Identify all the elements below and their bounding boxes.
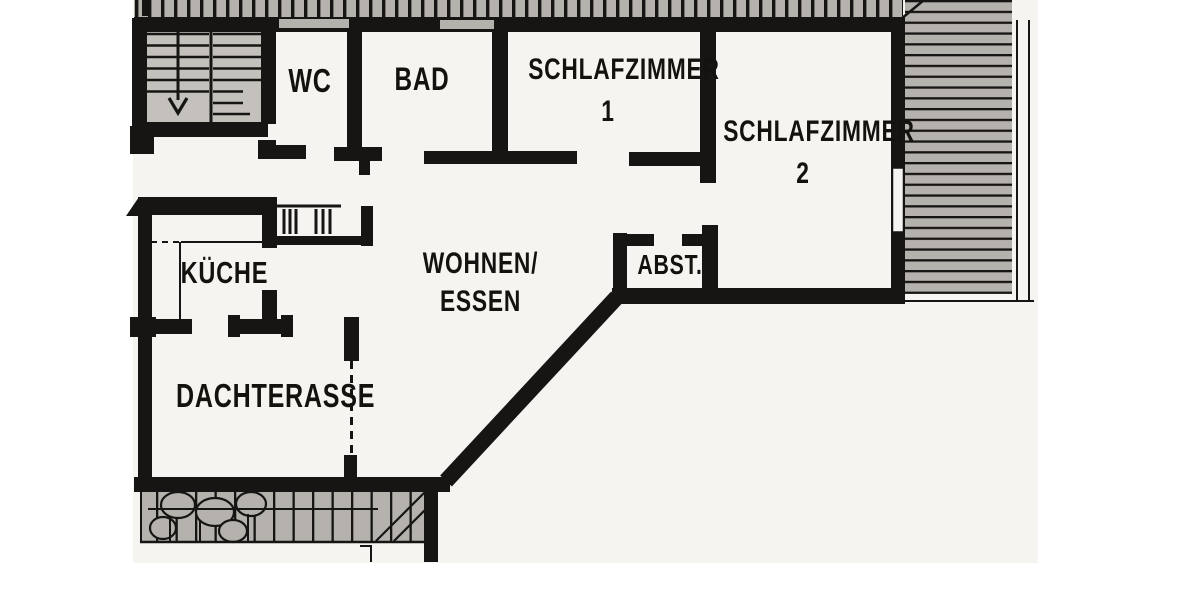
staircase [147,23,268,124]
window-top-s1 [440,20,494,29]
stair-direction-arrow-icon [167,97,189,117]
roof-hatch-right [900,0,1034,302]
room-label-abstellraum: ABST. [637,249,703,280]
wall-bottom-right [612,288,905,304]
roof-diagonal-hatch-1 [375,488,429,542]
wall-south-left [134,319,192,334]
room-label-wohnen-line2: ESSEN [439,285,522,318]
window-right-s2 [891,167,905,233]
top-left-mark [142,0,151,16]
room-label-schlafzimmer-1: SCHLAFZIMMER 1 [528,53,720,128]
wall-abst-top-right-stub [682,234,704,246]
roof-corner-thin-line [360,545,372,562]
thin-lines [151,241,353,456]
wall-s1-s2-divider [700,28,716,183]
railing-right-post [361,206,373,246]
roof-corner-miter [900,0,925,20]
plan-paper [133,0,1038,563]
wall-s2-left-lower [702,225,718,292]
wall-wc-left [261,19,276,124]
railing-bottom-bar [275,236,373,245]
wall-stub-hall [359,160,370,175]
shrub-stems [169,514,249,541]
wall-abst-top [616,234,654,246]
wall-left-lower [138,197,152,492]
wall-abst-left [613,233,627,292]
wall-right-outer [891,19,905,302]
wall-diagonal-outer [440,291,623,487]
railing-ticks [282,209,332,234]
room-label-bad: BAD [394,61,450,97]
roof-hatch-bottom [140,488,432,562]
room-label-schlafzimmer-2: SCHLAFZIMMER 2 [723,115,915,190]
wall-top-outer [134,17,905,32]
room-label-kueche: KÜCHE [180,255,269,290]
wall-corner-post [424,489,438,562]
wall-bad-s1-divider [492,28,508,155]
room-label-schlafzimmer-1-line2: 1 [601,95,615,128]
wall-south-mid-post-right [281,315,293,337]
window-top-wc-bad [279,19,349,28]
wall-s1-bottom-right [629,152,708,166]
wall-wc-bad-divider [347,28,362,152]
wall-wc-bottom [258,145,306,159]
wall-stairwell-bottom [132,122,268,137]
room-label-dachterasse: DACHTERASSE [176,377,376,414]
wall-kueche-right-upper [262,197,277,248]
room-label-wohnen-line1: WOHNEN/ [422,247,539,280]
wall-south-mid [228,319,292,334]
windows [279,19,905,233]
wall-south-mid-post-left [228,315,240,337]
wall-bad-bottom-left [334,147,382,161]
room-label-schlafzimmer-1-line1: SCHLAFZIMMER [528,53,720,86]
wall-left-upper [132,18,147,130]
left-wall-wedge-mark [126,197,139,216]
room-label-wc: WC [288,62,332,99]
wall-terrace-pillar-top [344,317,359,361]
wall-s1-bottom-left [424,151,577,164]
wall-bottom-outer [134,477,450,492]
room-label-wohnen-essen: WOHNEN/ ESSEN [418,249,543,317]
room-label-schlafzimmer-2-line2: 2 [796,157,810,190]
roof-hatch-top [134,0,903,19]
railing [275,204,373,246]
room-label-schlafzimmer-2-line1: SCHLAFZIMMER [723,115,915,148]
wall-kueche-top [138,197,276,215]
